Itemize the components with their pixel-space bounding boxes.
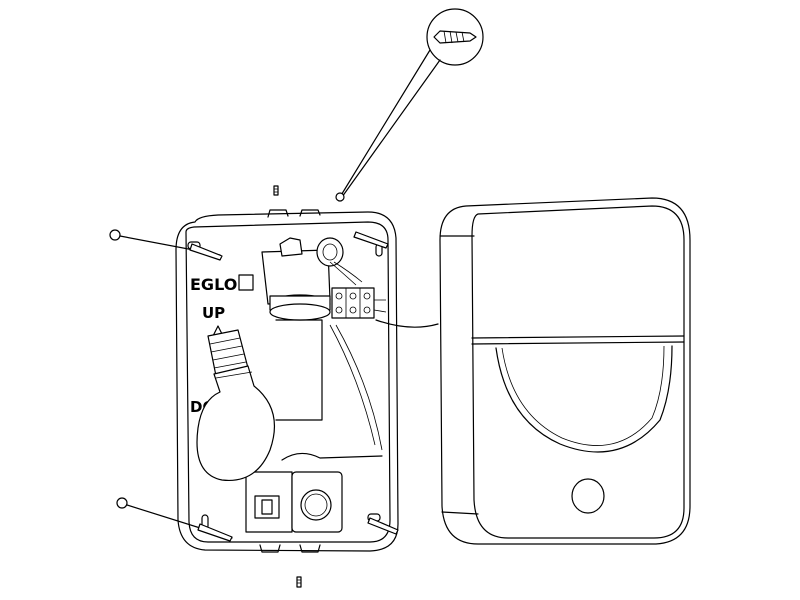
screw-icon bbox=[197, 523, 233, 542]
screw-icon bbox=[367, 517, 399, 535]
screw-marker bbox=[116, 497, 128, 509]
screw-icon bbox=[296, 576, 302, 588]
motion-sensor-icon bbox=[300, 489, 332, 521]
screw-top-left bbox=[109, 229, 223, 261]
up-label: UP bbox=[202, 304, 225, 322]
screw-bottom-left bbox=[116, 497, 233, 542]
screw-bottom-right bbox=[367, 517, 399, 535]
screw-icon bbox=[189, 243, 223, 261]
brand-label: EGLO bbox=[190, 275, 237, 294]
terminal-block-icon bbox=[331, 287, 387, 319]
lamp-holder bbox=[261, 237, 363, 321]
wall-plug-marker bbox=[335, 192, 345, 202]
screw-icon bbox=[273, 185, 279, 196]
front-cover bbox=[439, 197, 691, 545]
screw-top-right bbox=[353, 231, 389, 249]
light-bulb-icon bbox=[196, 329, 276, 482]
screw-marker bbox=[109, 229, 121, 241]
power-cable bbox=[375, 319, 439, 328]
switch-module bbox=[245, 471, 343, 533]
wall-plug-icon bbox=[433, 30, 477, 44]
sensor-window-icon bbox=[571, 478, 605, 514]
screw-icon bbox=[353, 231, 389, 249]
wall-plug-callout bbox=[335, 8, 484, 202]
mount-tab bbox=[238, 274, 254, 291]
